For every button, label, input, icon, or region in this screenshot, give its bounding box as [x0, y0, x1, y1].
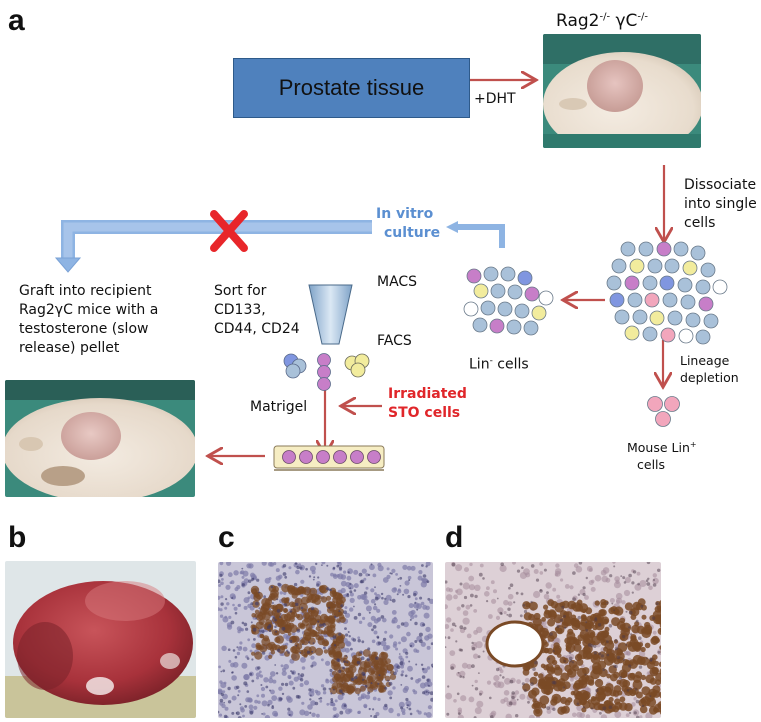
- mouse-strain-label: Rag2-/- γC-/-: [556, 11, 648, 31]
- tumor-tissue-photo: [5, 561, 196, 718]
- lin-negative-cells-cluster: [463, 266, 554, 336]
- panel-label-d: d: [445, 521, 464, 554]
- dht-label: +DHT: [474, 91, 516, 107]
- lin-negative-label: Lin- cells: [469, 356, 529, 373]
- histology-stain-d: [445, 562, 661, 718]
- prostate-tissue-label: Prostate tissue: [278, 75, 425, 100]
- dissociated-cells-cluster: [606, 241, 728, 345]
- matrigel-label: Matrigel: [250, 399, 308, 415]
- lin-positive-cells: [647, 396, 680, 427]
- blocked-cross-icon: [210, 210, 248, 252]
- sorted-cells-yellow: [344, 353, 370, 378]
- macs-label: MACS: [377, 274, 418, 290]
- panel-label-a: a: [8, 4, 25, 37]
- prostate-tissue-box: Prostate tissue: [233, 58, 470, 118]
- mouse-lin-positive-label: Mouse Lin+ cells: [627, 440, 697, 473]
- sorter-funnel-icon: [308, 284, 353, 345]
- sorted-cells-blue: [283, 353, 307, 379]
- culture-dish-icon: [273, 445, 385, 471]
- blue-arrow-invitro: [458, 224, 505, 248]
- mouse-graft-photo: [5, 380, 195, 497]
- sorted-cells-purple: [317, 353, 331, 391]
- panel-label-b: b: [8, 521, 27, 554]
- mouse-tumor-photo-top: [543, 34, 701, 148]
- facs-label: FACS: [377, 333, 412, 349]
- histology-stain-c: [218, 562, 433, 718]
- panel-label-c: c: [218, 521, 235, 554]
